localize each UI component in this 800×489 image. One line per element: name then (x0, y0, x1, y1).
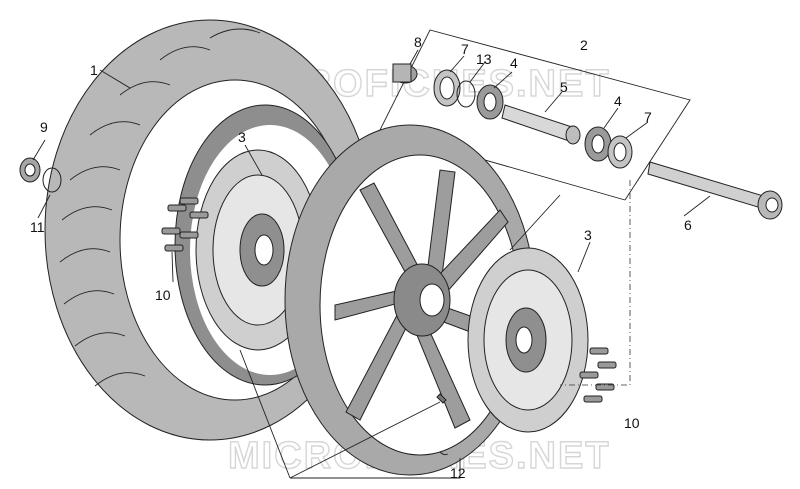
leader-lines (32, 49, 711, 479)
callout-9: 9 (40, 119, 48, 135)
wheel-rim (284, 124, 536, 476)
callout-3-right: 3 (584, 227, 592, 243)
spacer (392, 63, 418, 84)
callout-5: 5 (560, 79, 568, 95)
spacer-tube (501, 104, 581, 145)
bolts-left (161, 197, 209, 252)
callout-1: 1 (90, 62, 98, 78)
brake-disc-right (467, 247, 589, 433)
callout-4-left: 4 (510, 55, 518, 71)
callout-7-right: 7 (644, 109, 652, 125)
callout-6: 6 (684, 217, 692, 233)
callout-8: 8 (414, 34, 422, 50)
seal-left (42, 167, 62, 193)
callouts: 1 2 3 3 4 4 5 6 7 7 8 9 10 10 11 12 13 (30, 34, 692, 481)
valve (436, 393, 447, 404)
axis-line (560, 180, 631, 386)
spacer-left (19, 157, 41, 183)
circlip (456, 80, 476, 108)
callout-4-right: 4 (614, 93, 622, 109)
callout-7-left: 7 (461, 41, 469, 57)
callout-10-right: 10 (624, 415, 640, 431)
bolts-right (579, 347, 617, 403)
axle (647, 161, 783, 220)
callout-3-left: 3 (238, 129, 246, 145)
callout-13: 13 (476, 51, 492, 67)
callout-12: 12 (450, 465, 466, 481)
callout-10-left: 10 (155, 287, 171, 303)
callout-2: 2 (580, 37, 588, 53)
callout-11: 11 (30, 219, 45, 235)
